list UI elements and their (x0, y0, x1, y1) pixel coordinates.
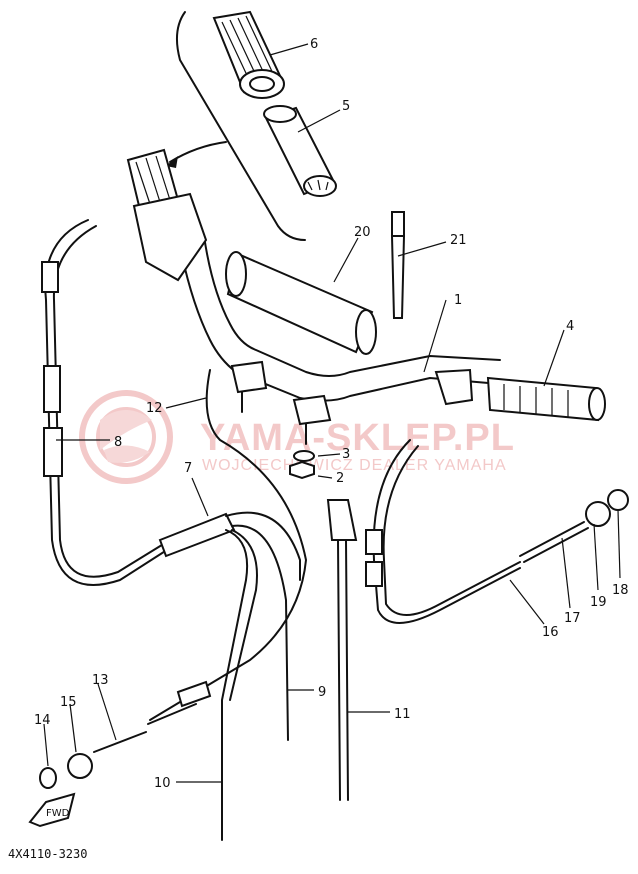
callout-3: 3 (342, 447, 350, 462)
callout-6: 6 (310, 37, 318, 52)
grip-inset (212, 10, 285, 99)
callout-21: 21 (450, 233, 467, 248)
callout-17: 17 (564, 611, 581, 626)
sleeve-inset (263, 105, 337, 197)
watermark-tagline: WOJCIECHOWICZ DEALER YAMAHA (202, 457, 507, 474)
document-code: 4X4110-3230 (8, 847, 87, 861)
handlebar (177, 235, 501, 445)
watermark-logo (79, 390, 173, 484)
strap (390, 211, 406, 319)
right-grip (486, 376, 606, 422)
leader-lines (43, 43, 621, 783)
cables (41, 219, 589, 841)
nut-washer (289, 450, 315, 480)
callout-15: 15 (60, 695, 77, 710)
end-caps (39, 489, 629, 789)
callout-5: 5 (342, 99, 350, 114)
callout-1: 1 (454, 293, 462, 308)
callout-16: 16 (542, 625, 559, 640)
callouts: 1 2 3 4 5 6 7 8 9 10 11 12 13 14 15 16 1… (34, 37, 629, 791)
callout-19: 19 (590, 595, 607, 610)
callout-13: 13 (92, 673, 109, 688)
callout-14: 14 (34, 713, 51, 728)
callout-20: 20 (354, 225, 371, 240)
callout-9: 9 (318, 685, 326, 700)
callout-8: 8 (114, 435, 122, 450)
callout-4: 4 (566, 319, 574, 334)
watermark: YAMA-SKLEP.PL WOJCIECHOWICZ DEALER YAMAH… (79, 390, 515, 484)
callout-2: 2 (336, 471, 344, 486)
fwd-label: FWD (46, 808, 70, 819)
callout-18: 18 (612, 583, 629, 598)
callout-11: 11 (394, 707, 411, 722)
callout-7: 7 (184, 461, 192, 476)
inset-detail (166, 10, 337, 241)
callout-10: 10 (154, 776, 171, 791)
watermark-brand: YAMA-SKLEP.PL (200, 417, 515, 459)
fwd-arrow-icon: FWD (28, 792, 76, 828)
callout-12: 12 (146, 401, 163, 416)
left-grip (126, 148, 208, 282)
bar-pad (225, 251, 377, 355)
